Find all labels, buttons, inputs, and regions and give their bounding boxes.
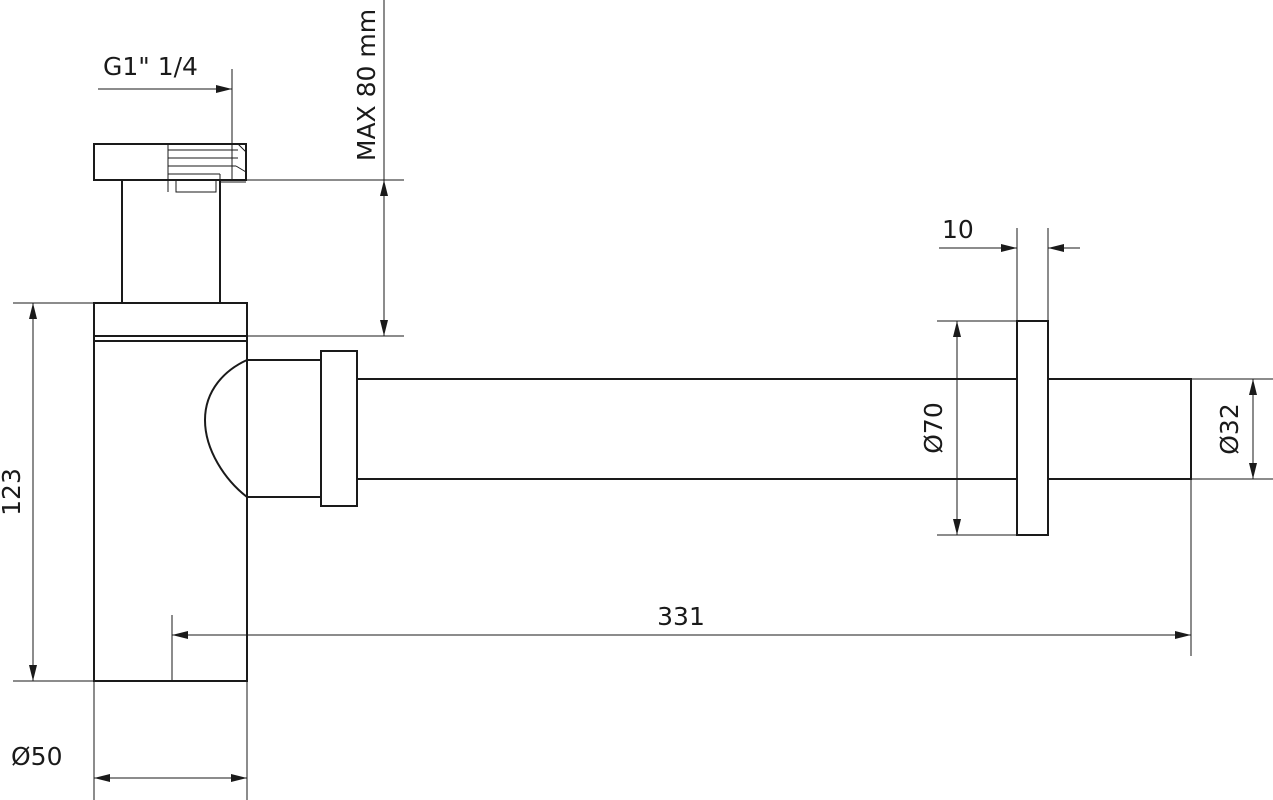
length-label: 331 bbox=[657, 602, 705, 631]
height-label: 123 bbox=[0, 468, 26, 516]
pipe-diameter-label: Ø32 bbox=[1215, 403, 1244, 455]
wall-flange bbox=[1016, 320, 1049, 536]
body-collar bbox=[93, 302, 248, 337]
trap-body bbox=[93, 336, 248, 682]
thread-size-label: G1" 1/4 bbox=[103, 52, 198, 81]
flange-thickness-label: 10 bbox=[942, 215, 974, 244]
max-height-label: MAX 80 mm bbox=[352, 9, 381, 161]
thread-detail bbox=[167, 143, 247, 193]
trap-outline bbox=[93, 143, 1192, 682]
outlet-elbow bbox=[203, 359, 321, 498]
body-diameter-label: Ø50 bbox=[11, 742, 63, 771]
flange-diameter-label: Ø70 bbox=[919, 402, 948, 454]
dimension-lines bbox=[13, 0, 1273, 800]
stem bbox=[121, 180, 221, 303]
coupling-nut bbox=[320, 350, 358, 507]
horizontal-pipe bbox=[357, 378, 1192, 480]
top-nut bbox=[93, 143, 247, 181]
